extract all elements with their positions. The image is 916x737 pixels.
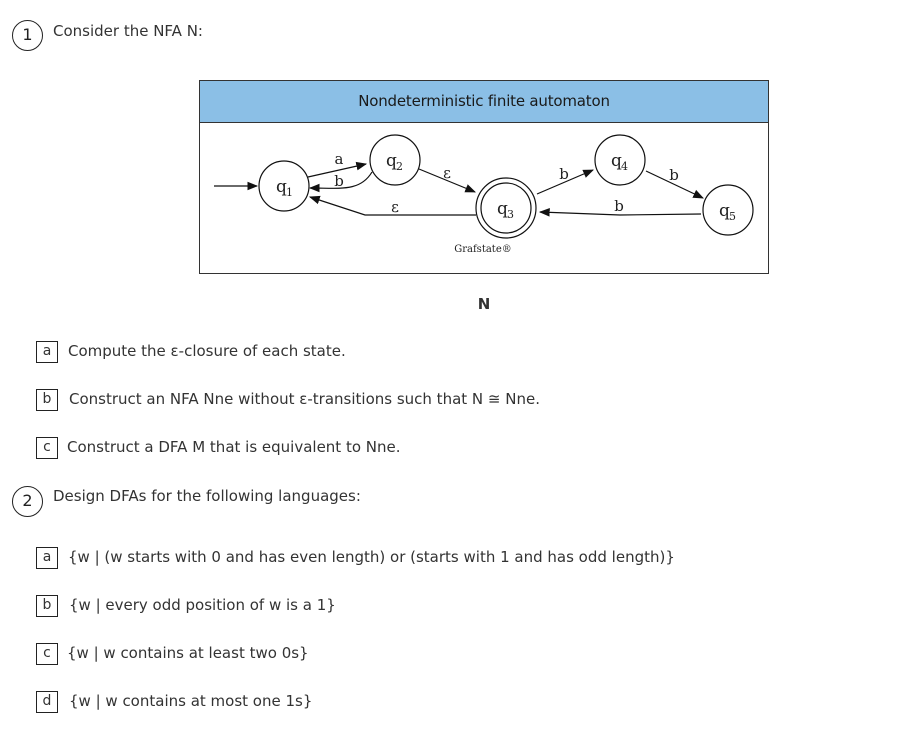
question-1-number: 1 <box>12 20 43 51</box>
edge-q3-q1 <box>308 195 476 216</box>
state-q5: q 5 <box>702 184 754 236</box>
svg-text:q: q <box>386 151 397 171</box>
svg-text:q: q <box>276 177 287 197</box>
state-q1: q 1 <box>258 160 310 212</box>
figure-caption: N <box>477 295 491 313</box>
item-2a-text: {w | (w starts with 0 and has even lengt… <box>68 548 675 566</box>
edge-label-a: a <box>335 150 344 168</box>
question-1-text: Consider the NFA N: <box>53 22 203 40</box>
edge-label-b-q4q5: b <box>669 166 679 184</box>
svg-text:5: 5 <box>729 210 736 223</box>
item-1a-text: Compute the ε-closure of each state. <box>68 342 346 360</box>
item-1c-text: Construct a DFA M that is equivalent to … <box>67 438 401 456</box>
nfa-diagram: a b ε ε b b b q 1 q 2 q <box>214 134 754 255</box>
item-1a-letter: a <box>36 341 58 363</box>
item-1b-text: Construct an NFA Nne without ε-transitio… <box>69 390 540 408</box>
item-2a-letter: a <box>36 547 58 569</box>
svg-text:2: 2 <box>396 160 403 173</box>
item-2c-letter: c <box>36 643 58 665</box>
item-1c-letter: c <box>36 437 58 459</box>
figure-title: Nondeterministic finite automaton <box>200 81 768 123</box>
svg-text:3: 3 <box>507 208 514 221</box>
state-q4: q 4 <box>594 134 646 186</box>
question-2-number: 2 <box>12 486 43 517</box>
edge-q1-q2 <box>307 161 368 178</box>
svg-text:q: q <box>497 199 508 219</box>
edge-q2-q3 <box>418 168 476 193</box>
figure-credit: Grafstate® <box>454 244 511 255</box>
item-2b-letter: b <box>36 595 58 617</box>
edge-label-eps-q3q1: ε <box>391 198 399 216</box>
question-2-text: Design DFAs for the following languages: <box>53 487 361 505</box>
svg-text:q: q <box>611 151 622 171</box>
edge-q4-q5 <box>645 170 704 199</box>
edge-label-b-q2q1: b <box>334 172 344 190</box>
item-2d-letter: d <box>36 691 58 713</box>
svg-text:1: 1 <box>286 186 293 199</box>
svg-text:4: 4 <box>621 160 628 173</box>
state-q3-accepting: q 3 <box>475 177 537 239</box>
item-1b-letter: b <box>36 389 58 411</box>
nfa-figure: Nondeterministic finite automaton a b ε … <box>199 80 769 274</box>
item-2b-text: {w | every odd position of w is a 1} <box>69 596 336 614</box>
edge-q5-q3 <box>538 208 702 217</box>
edge-label-eps-q2q3: ε <box>443 164 451 182</box>
item-2d-text: {w | w contains at most one 1s} <box>69 692 313 710</box>
edge-q3-q4 <box>536 169 594 195</box>
svg-text:q: q <box>719 201 730 221</box>
state-q2: q 2 <box>369 134 421 186</box>
edge-q2-q1 <box>308 171 373 193</box>
edge-label-b-q3q4: b <box>559 165 569 183</box>
item-2c-text: {w | w contains at least two 0s} <box>67 644 309 662</box>
edge-label-b-q5q3: b <box>614 197 624 215</box>
